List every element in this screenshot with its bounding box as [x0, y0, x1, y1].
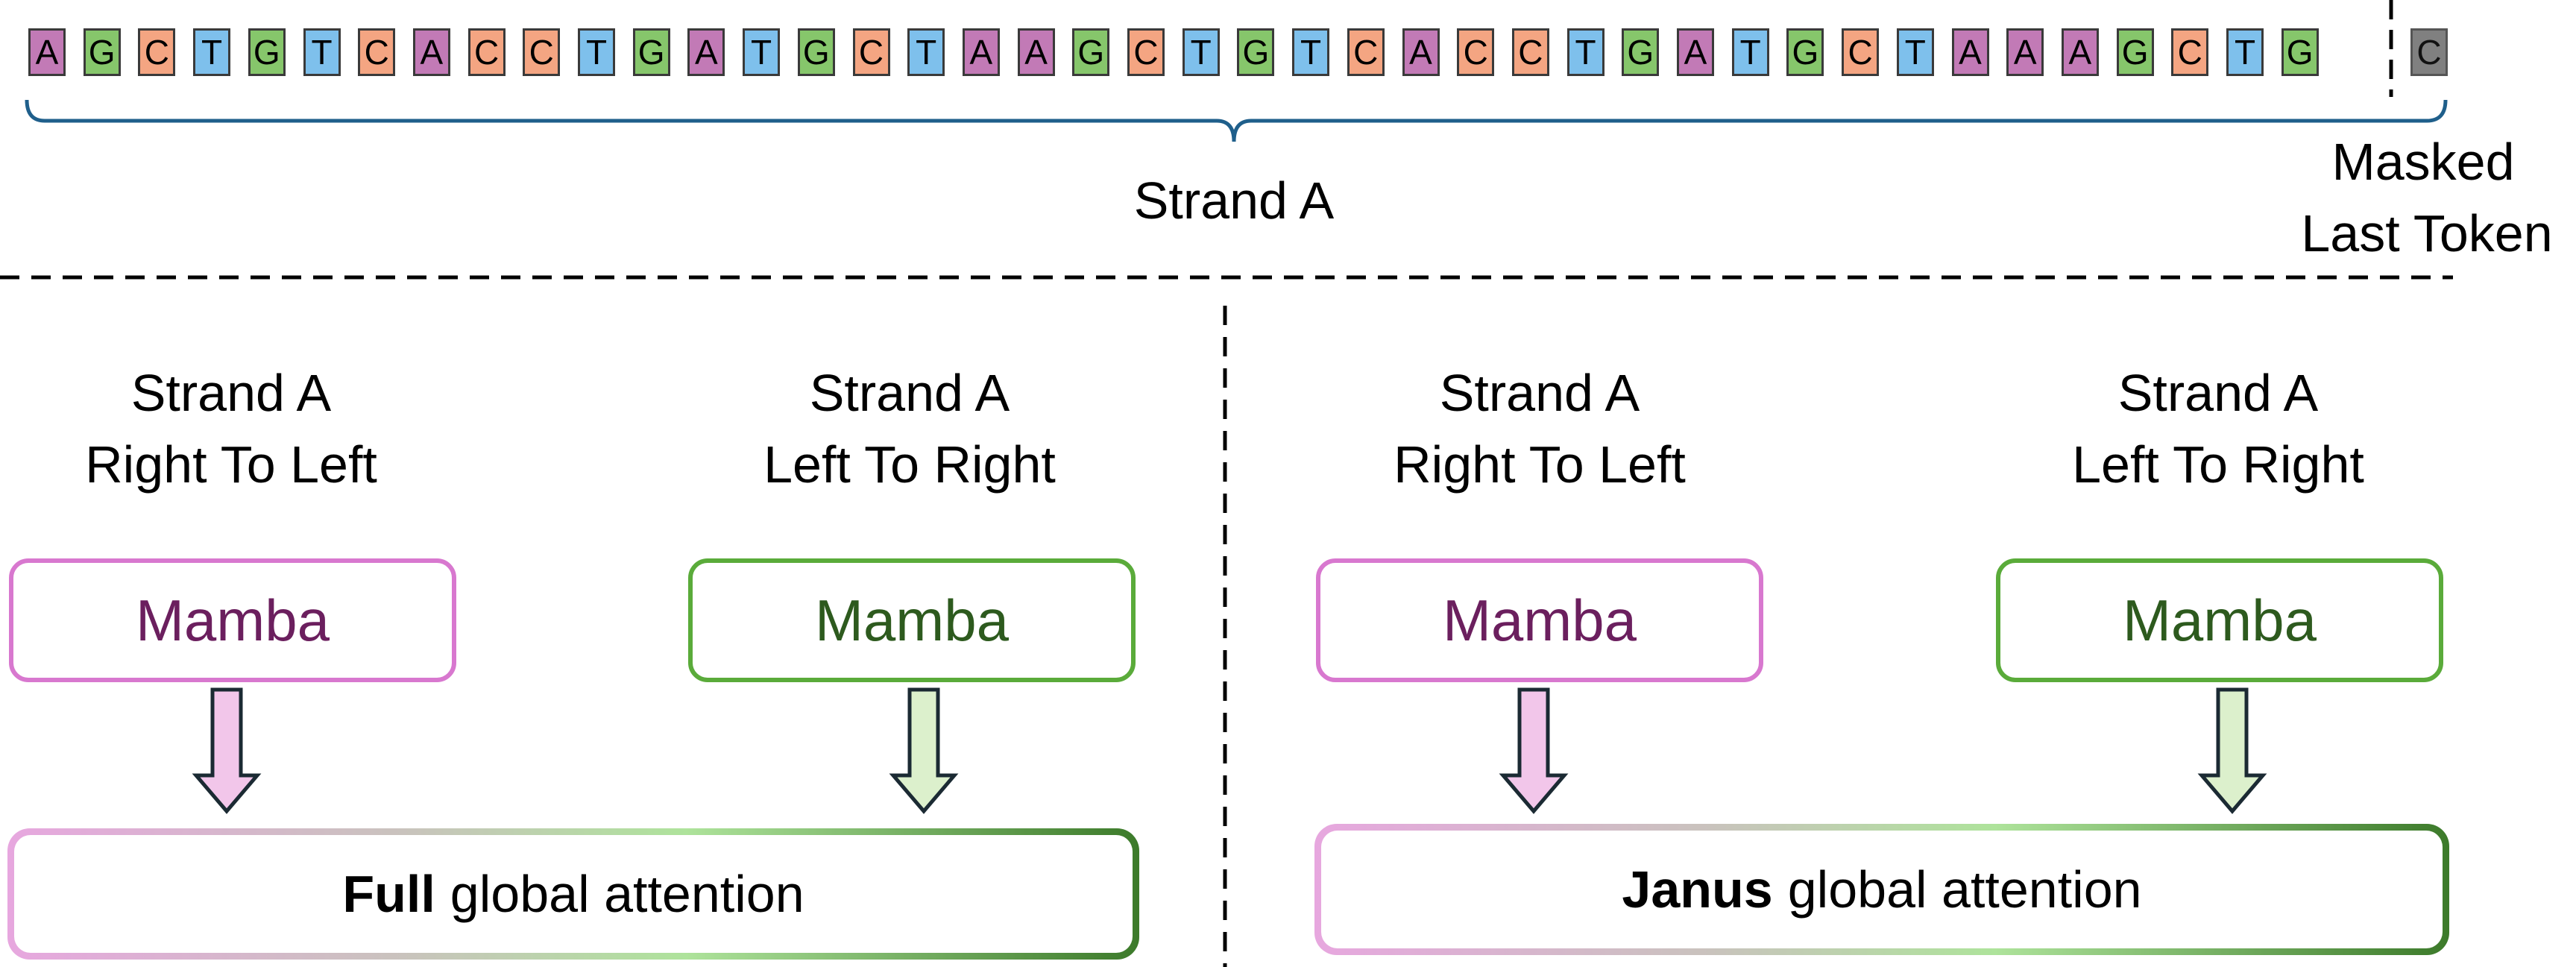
attention-label: global attention	[450, 865, 804, 923]
left-panel-rtl-title-line1: Strand A	[130, 364, 332, 422]
right-panel-ltr-title-line2: Left To Right	[2072, 435, 2364, 494]
nucleotide-token: C	[1842, 28, 1880, 76]
nucleotide-token: G	[1072, 28, 1110, 76]
nucleotide-token: A	[2006, 28, 2044, 76]
nucleotide-token: T	[1566, 28, 1605, 76]
right-panel-rtl-title-line1: Strand A	[1439, 364, 1640, 422]
nucleotide-token: A	[412, 28, 450, 76]
nucleotide-token: G	[797, 28, 835, 76]
nucleotide-token: A	[1402, 28, 1440, 76]
nucleotide-token: T	[578, 28, 615, 76]
mamba-label: Mamba	[1442, 587, 1637, 653]
nucleotide-token: C	[138, 28, 176, 76]
right-panel-ltr-title-line1: Strand A	[2117, 364, 2319, 422]
nucleotide-token: T	[907, 28, 945, 76]
nucleotide-token: C	[1127, 28, 1165, 76]
nucleotide-token: G	[248, 28, 286, 76]
masked-label-line2: Last Token	[2301, 204, 2553, 262]
nucleotide-token: A	[1951, 28, 1989, 76]
nucleotide-token: T	[743, 28, 781, 76]
nucleotide-token: G	[1237, 28, 1275, 76]
attention-type-bold: Full	[342, 865, 435, 923]
left-panel-ltr-title-line1: Strand A	[809, 364, 1010, 422]
nucleotide-token: G	[83, 28, 121, 76]
nucleotide-token: A	[28, 28, 66, 76]
nucleotide-token: C	[467, 28, 506, 76]
full-global-attention-box: Full global attention	[7, 828, 1139, 960]
pink-arrow-right-panel	[1499, 687, 1569, 814]
nucleotide-token: C	[2171, 28, 2209, 76]
nucleotide-token: G	[2281, 28, 2319, 76]
left-panel-mamba-rtl-box: Mamba	[9, 558, 456, 682]
masked-label-line1: Masked	[2331, 133, 2515, 191]
mamba-label: Mamba	[135, 587, 330, 653]
mamba-label: Mamba	[2122, 587, 2317, 653]
left-panel-mamba-ltr-box: Mamba	[688, 558, 1136, 682]
nucleotide-token: G	[1622, 28, 1660, 76]
attention-type-bold: Janus	[1622, 860, 1773, 919]
mamba-label: Mamba	[814, 587, 1010, 653]
nucleotide-token: A	[962, 28, 1000, 76]
nucleotide-token: T	[1731, 28, 1769, 76]
pink-arrow-left-panel	[192, 687, 262, 814]
nucleotide-token: A	[1017, 28, 1055, 76]
janus-global-attention-box: Janus global attention	[1314, 824, 2449, 955]
left-panel-rtl-title-line2: Right To Left	[85, 435, 377, 494]
nucleotide-token: G	[632, 28, 670, 76]
right-panel-rtl-title-line2: Right To Left	[1394, 435, 1686, 494]
nucleotide-token: G	[2116, 28, 2154, 76]
right-panel-mamba-ltr-box: Mamba	[1996, 558, 2443, 682]
right-panel-mamba-rtl-box: Mamba	[1316, 558, 1763, 682]
left-panel-ltr-title-line2: Left To Right	[763, 435, 1056, 494]
green-arrow-right-panel	[2197, 687, 2267, 814]
nucleotide-token: T	[1292, 28, 1330, 76]
nucleotide-token: C	[358, 28, 396, 76]
nucleotide-token: T	[1896, 28, 1934, 76]
nucleotide-token: T	[1182, 28, 1220, 76]
nucleotide-token: G	[1786, 28, 1824, 76]
nucleotide-token: C	[1347, 28, 1385, 76]
nucleotide-token: C	[852, 28, 890, 76]
green-arrow-left-panel	[889, 687, 959, 814]
nucleotide-token: C	[1511, 28, 1549, 76]
nucleotide-token: A	[687, 28, 725, 76]
strand-bracket	[25, 99, 2448, 142]
nucleotide-token: C	[1457, 28, 1495, 76]
attention-label: global attention	[1787, 860, 2142, 919]
nucleotide-token: T	[2226, 28, 2264, 76]
nucleotide-token: T	[193, 28, 231, 76]
masked-token: C	[2410, 28, 2448, 76]
nucleotide-token: A	[1677, 28, 1714, 76]
strand-label: Strand A	[1133, 171, 1335, 230]
nucleotide-token: C	[523, 28, 561, 76]
nucleotide-token: A	[2061, 28, 2099, 76]
nucleotide-token: T	[303, 28, 341, 76]
